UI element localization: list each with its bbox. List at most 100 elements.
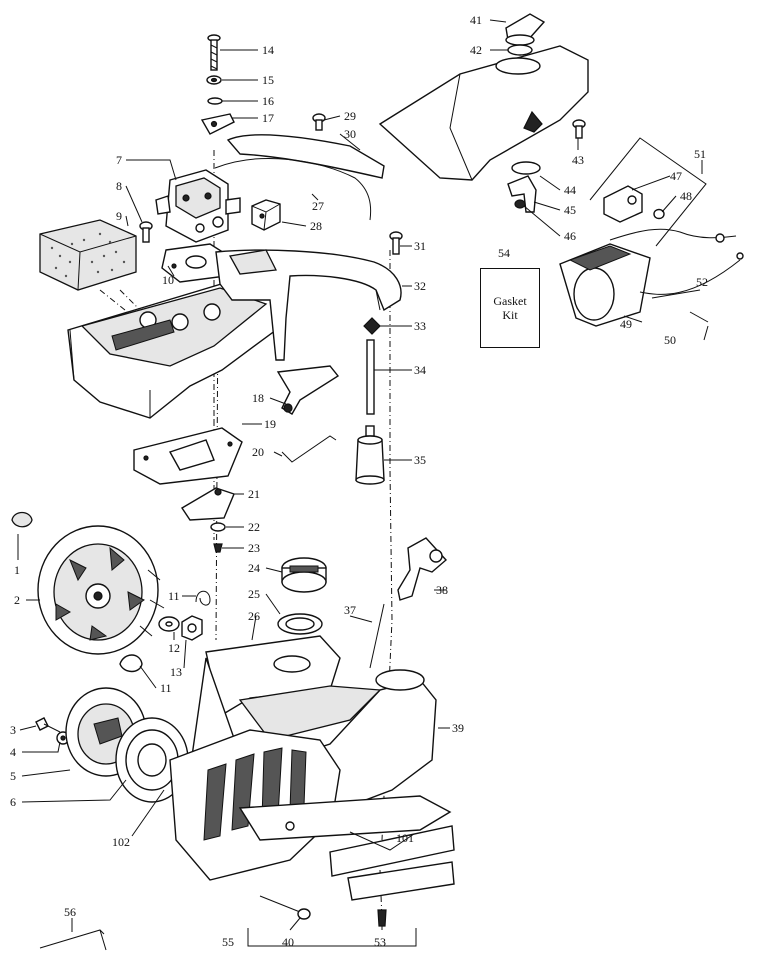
- screw-3: [35, 717, 61, 733]
- callout-34: 34: [414, 363, 426, 377]
- callout-37: 37: [344, 603, 356, 617]
- ring-44: [511, 161, 541, 175]
- gasket-19: [133, 427, 243, 485]
- callout-45: 45: [564, 203, 576, 217]
- callout-41: 41: [470, 13, 482, 27]
- gasket-kit-label-line2: Kit: [502, 308, 518, 322]
- callout-8: 8: [116, 179, 122, 193]
- callout-3: 3: [10, 723, 16, 737]
- callout-47: 47: [670, 169, 682, 183]
- callout-14: 14: [262, 43, 274, 57]
- callout-5: 5: [10, 769, 16, 783]
- callout-101: 101: [396, 831, 414, 845]
- ignition-module-49: [559, 228, 744, 327]
- rod-37: [369, 603, 385, 669]
- air-box-housing: [67, 281, 277, 419]
- callout-48: 48: [680, 189, 692, 203]
- callout-38: 38: [436, 583, 448, 597]
- bearing-24: [281, 557, 327, 593]
- connector-47: [603, 185, 643, 223]
- callout-27: 27: [312, 199, 324, 213]
- callout-44: 44: [564, 183, 576, 197]
- carburetor-screw: [207, 34, 221, 71]
- callout-54: 54: [498, 246, 510, 260]
- callout-6: 6: [10, 795, 16, 809]
- callout-17: 17: [262, 111, 274, 125]
- callout-40: 40: [282, 935, 294, 949]
- fuel-cap-41: [505, 13, 546, 46]
- callout-43: 43: [572, 153, 584, 167]
- air-filter-9: [39, 219, 137, 291]
- washer-15: [206, 75, 222, 85]
- handle-frame-32: [215, 249, 402, 361]
- cover-plate-30: [226, 134, 385, 179]
- callout-20: 20: [252, 445, 264, 459]
- throttle-wire-27: [214, 158, 372, 221]
- callout-4: 4: [10, 745, 16, 759]
- callout-50: 50: [664, 333, 676, 347]
- callout-16: 16: [262, 94, 274, 108]
- callout-53: 53: [374, 935, 386, 949]
- callout-35: 35: [414, 453, 426, 467]
- wrench-56: [39, 929, 107, 951]
- screw-29: [312, 113, 326, 131]
- fuel-line-34: [366, 339, 375, 415]
- screw-46: [514, 199, 526, 209]
- carburetor-7: [155, 169, 241, 243]
- callout-28: 28: [310, 219, 322, 233]
- callout-31: 31: [414, 239, 426, 253]
- gasket-kit-label-line1: Gasket: [493, 294, 527, 308]
- callout-23: 23: [248, 541, 260, 555]
- callout-42: 42: [470, 43, 482, 57]
- callout-19: 19: [264, 417, 276, 431]
- callout-leaders: [17, 19, 709, 932]
- flywheel-2: [37, 525, 165, 655]
- callout-26: 26: [248, 609, 260, 623]
- callout-2: 2: [14, 593, 20, 607]
- starter-housing-102: [169, 729, 452, 881]
- callout-102: 102: [112, 835, 130, 849]
- seal-25: [277, 613, 323, 635]
- callout-7: 7: [116, 153, 122, 167]
- lever-18: [276, 365, 340, 415]
- screw-31: [389, 231, 403, 255]
- woodruff-key-1: [11, 511, 33, 528]
- callout-18: 18: [252, 391, 264, 405]
- screw-43: [572, 119, 586, 139]
- clip-45: [507, 175, 537, 213]
- washer-22: [210, 522, 226, 532]
- spring-ring-16: [207, 97, 223, 105]
- plate-21: [181, 487, 235, 521]
- callout-12: 12: [168, 641, 180, 655]
- callout-13: 13: [170, 665, 182, 679]
- top-cover: [378, 45, 589, 181]
- callout-33: 33: [414, 319, 426, 333]
- callout-25: 25: [248, 587, 260, 601]
- decal-101: [329, 825, 455, 901]
- cap-gasket-42: [507, 44, 533, 56]
- handle-38: [397, 537, 448, 601]
- spring-48: [653, 208, 665, 220]
- callout-55: 55: [222, 935, 234, 949]
- callout-numbers: 14 15 16 17 29 30 7 8 9 10 27 28 31 32 3…: [10, 13, 708, 949]
- callout-21: 21: [248, 487, 260, 501]
- bolt-40: [259, 895, 311, 920]
- bracket-17: [200, 113, 235, 135]
- callout-30: 30: [344, 127, 356, 141]
- callout-22: 22: [248, 520, 260, 534]
- kit-bracket-51: [589, 137, 707, 247]
- nut-13: [181, 615, 203, 641]
- callout-9: 9: [116, 209, 122, 223]
- callout-52: 52: [696, 275, 708, 289]
- callout-1: 1: [14, 563, 20, 577]
- screw-50: [689, 311, 709, 323]
- callout-51: 51: [694, 147, 706, 161]
- grommet-28: [251, 199, 281, 231]
- fuel-filter-35: [355, 425, 385, 485]
- callout-29: 29: [344, 109, 356, 123]
- starter-spring-6: [115, 717, 189, 803]
- screw-8: [139, 221, 153, 243]
- callout-11-lower: 11: [160, 681, 172, 695]
- rod-20: [281, 435, 337, 463]
